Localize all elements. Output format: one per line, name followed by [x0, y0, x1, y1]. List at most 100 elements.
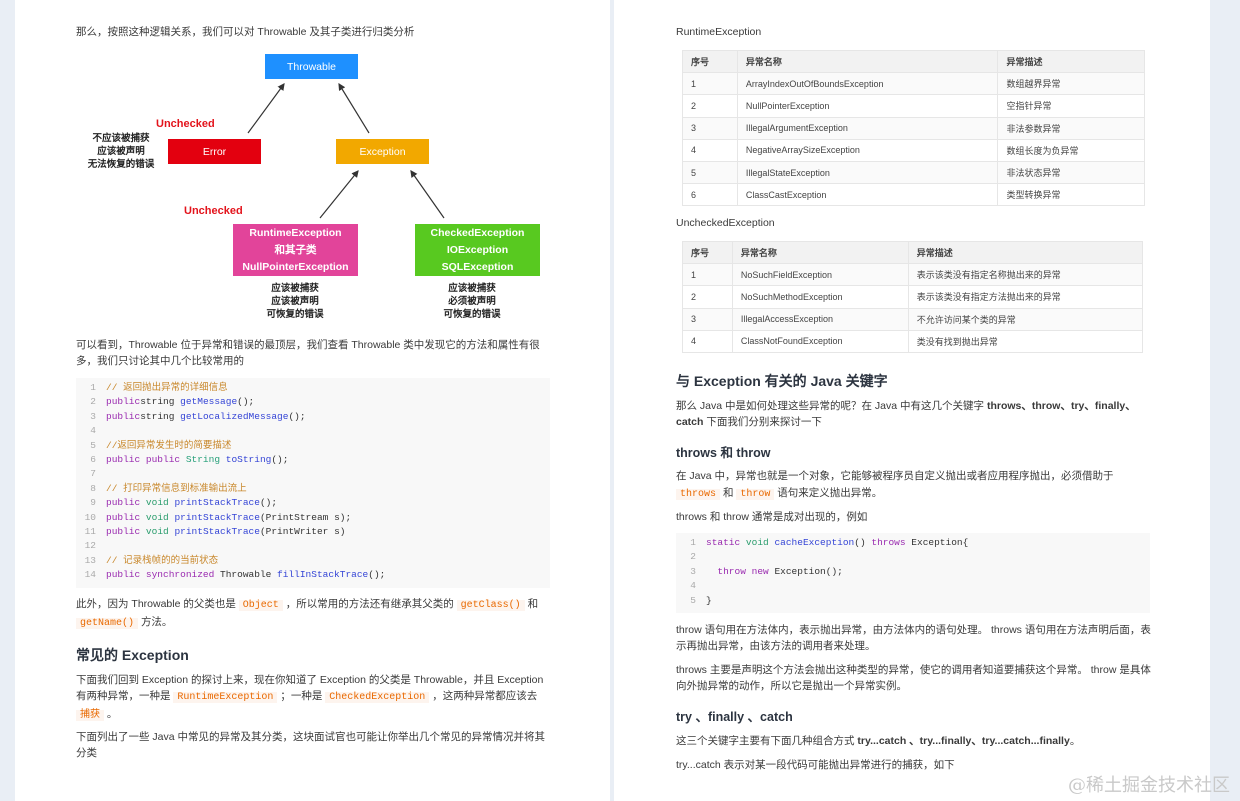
inline-code: getClass() [456, 600, 525, 611]
checked-line: IOException [446, 243, 509, 256]
intro-text: 那么，按照这种逻辑关系，我们可以对 Throwable 及其子类进行归类分析 [76, 26, 415, 38]
runtime-line: RuntimeException [249, 226, 342, 239]
text: 语句来定义抛出异常。 [777, 487, 883, 499]
table-cell: 3 [682, 307, 733, 331]
checked-notes: 应该被捕获必须被声明可恢复的错误 [432, 282, 512, 321]
unchecked-label: Unchecked [184, 205, 243, 217]
text: ，所以常用的方法还有继承其父类的 [285, 598, 454, 610]
table-cell: 数组越界异常 [997, 72, 1145, 96]
line-number: 13 [84, 554, 96, 566]
text: 和 [722, 487, 734, 499]
code-line: 3 throw new Exception(); [676, 565, 1150, 579]
try-catch-paragraph: try...catch 表示对某一段代码可能抛出异常进行的捕获，如下 [676, 759, 955, 771]
unchecked-label: Unchecked [156, 118, 215, 130]
code-token: Throwable [220, 569, 278, 581]
keywords-paragraph: 那么 Java 中是如何处理这些异常的呢？在 Java 中有这几个关键字 thr… [676, 398, 1151, 430]
line-number: 1 [690, 537, 696, 548]
code-line: 5//返回异常发生时的简要描述 [76, 439, 550, 453]
code-line: 1// 返回抛出异常的详细信息 [76, 381, 550, 395]
code-token: public public [106, 453, 186, 465]
column-header: 序号 [682, 49, 738, 74]
paired-paragraph: throws 和 throw 通常是成对出现的，例如 [676, 511, 868, 523]
table-header-row: 序号异常名称异常描述 [682, 240, 1144, 265]
code-token: public synchronized [106, 569, 221, 581]
bold-text: try...catch 、try...finally、try...catch..… [857, 735, 1070, 747]
table-cell: 类型转换异常 [997, 183, 1145, 207]
line-number: 8 [90, 482, 96, 494]
code-token: printStackTrace [174, 525, 260, 537]
table-cell: 非法状态异常 [997, 160, 1145, 185]
line-number: 9 [90, 497, 96, 509]
table-cell: 1 [682, 72, 738, 96]
inline-code: throws [676, 489, 721, 500]
line-number: 2 [90, 396, 96, 408]
code-token: static [706, 537, 746, 548]
error-notes: 不应该被捕获应该被声明无法恢复的错误 [81, 132, 161, 171]
runtime-line: NullPointerException [242, 260, 349, 273]
throw-paragraph: throw 语句用在方法体内，表示抛出异常，由方法体内的语句处理。 throws… [676, 624, 1151, 652]
code-token: getMessage [180, 396, 238, 408]
text: ，这两种异常都应该去 [432, 690, 538, 702]
inline-code: 捕获 [76, 710, 104, 721]
line-number: 6 [90, 453, 96, 465]
text: ；一种是 [280, 690, 323, 702]
code-token: (); [237, 396, 255, 408]
inline-code: getName() [76, 618, 139, 629]
line-number: 11 [84, 525, 96, 537]
code-token: // 打印异常信息到标准输出流上 [106, 482, 247, 494]
text: 下面我们回到 Exception 的探讨上来，现在你知道了 Exception … [76, 674, 544, 702]
list-intro-paragraph: 下面列出了一些 Java 中常见的异常及其分类，这块面试官也可能让你举出几个常见… [76, 731, 546, 759]
table-cell: IllegalAccessException [731, 307, 909, 331]
code-token: void [145, 525, 175, 537]
table-cell: ClassCastException [736, 183, 999, 207]
table-cell: 空指针异常 [997, 94, 1145, 118]
code-token: throw [717, 565, 752, 577]
text: 在 Java 中，异常也就是一个对象，它能够被程序员自定义抛出或者应用程序抛出，… [676, 470, 1114, 482]
note-line: 不应该被捕获 [92, 133, 150, 144]
column-header: 异常名称 [731, 240, 909, 265]
table-cell: 4 [682, 329, 733, 353]
table-cell: IllegalStateException [736, 160, 999, 185]
diagram-arrows [247, 82, 445, 219]
inline-code: RuntimeException [173, 692, 278, 703]
note-line: 应该被捕获 [271, 283, 319, 294]
code-token: printStackTrace [174, 511, 260, 523]
note-line: 可恢复的错误 [443, 309, 501, 320]
code-line: 2 [676, 550, 1150, 564]
line-number: 3 [690, 565, 696, 577]
table-cell: NegativeArraySizeException [736, 138, 999, 162]
code-token: public [106, 497, 146, 509]
line-number: 7 [90, 468, 96, 480]
code-line: 4 [76, 424, 550, 438]
code-token: void [145, 497, 175, 509]
section-heading: 与 Exception 有关的 Java 关键字 [676, 373, 888, 389]
line-number: 1 [90, 382, 96, 393]
code-token: throws [871, 537, 912, 548]
table-cell: 表示该类没有指定方法抛出来的异常 [907, 285, 1144, 309]
line-number: 5 [90, 439, 96, 451]
code-token: Exception{ [911, 537, 969, 548]
table-cell: 非法参数异常 [997, 116, 1145, 140]
table-cell: IllegalArgumentException [736, 116, 999, 140]
subsection-heading: try 、finally 、catch [676, 710, 793, 724]
throwable-paragraph: 可以看到，Throwable 位于异常和错误的最顶层，我们查看 Throwabl… [76, 339, 540, 367]
exception-box: Exception [336, 139, 429, 164]
code-token: (); [259, 497, 278, 509]
code-token: fillInStackTrace [277, 569, 369, 581]
code-token: cacheException [774, 537, 855, 548]
code-token: toString [225, 453, 272, 465]
code-token [706, 565, 717, 579]
runtime-notes: 应该被捕获应该被声明可恢复的错误 [255, 282, 335, 321]
code-token: public [106, 396, 141, 408]
table-cell: 不允许访问某个类的异常 [907, 307, 1144, 331]
code-token: string [140, 396, 181, 408]
table-header-row: 序号异常名称异常描述 [682, 49, 1145, 74]
exception-paragraph: 下面我们回到 Exception 的探讨上来，现在你知道了 Exception … [76, 672, 551, 724]
error-label: Error [202, 145, 227, 158]
